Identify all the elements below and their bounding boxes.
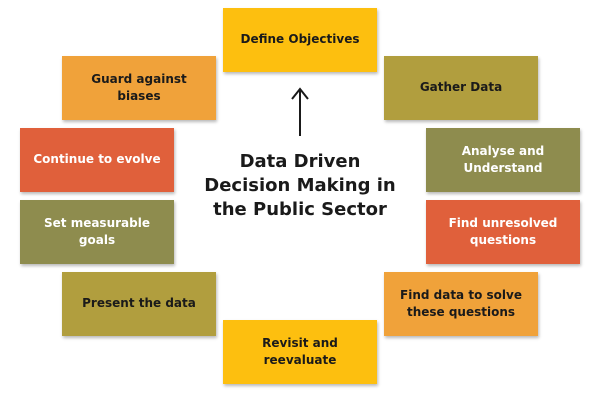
step-label: Continue to evolve xyxy=(33,152,161,167)
step-present-the-data: Present the data xyxy=(62,272,216,336)
step-label: Guard against biases xyxy=(91,71,187,103)
step-analyse-and-understand: Analyse and Understand xyxy=(426,128,580,192)
step-revisit-and-reevaluate: Revisit and reevaluate xyxy=(223,320,377,384)
step-label: Analyse and Understand xyxy=(461,143,545,175)
step-set-measurable-goals: Set measurable goals xyxy=(20,200,174,264)
step-find-data-to-solve: Find data to solve these questions xyxy=(384,272,538,336)
step-guard-against-biases: Guard against biases xyxy=(62,56,216,120)
arrow-up-icon xyxy=(291,87,309,136)
step-label: Find data to solve these questions xyxy=(400,287,522,319)
step-define-objectives: Define Objectives xyxy=(223,8,377,72)
step-label: Find unresolved questions xyxy=(448,215,558,247)
step-label: Set measurable goals xyxy=(44,215,150,247)
step-continue-to-evolve: Continue to evolve xyxy=(20,128,174,192)
step-label: Gather Data xyxy=(419,80,503,95)
step-find-unresolved-questions: Find unresolved questions xyxy=(426,200,580,264)
step-label: Revisit and reevaluate xyxy=(262,335,338,367)
step-label: Define Objectives xyxy=(240,32,360,47)
diagram-title: Data Driven Decision Making in the Publi… xyxy=(204,151,396,220)
step-label: Present the data xyxy=(82,296,196,311)
step-gather-data: Gather Data xyxy=(384,56,538,120)
